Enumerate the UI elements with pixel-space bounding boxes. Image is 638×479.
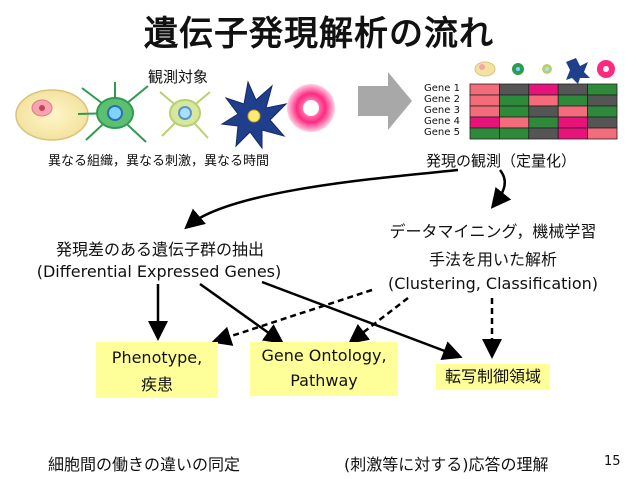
heatmap-cell <box>587 83 618 96</box>
arrow-to-mining <box>490 169 512 209</box>
heatmap-cell <box>557 105 589 118</box>
heatmap-cell <box>557 83 589 96</box>
small-cell-icons <box>474 58 615 84</box>
phenotype-box: Phenotype, 疾患 <box>96 342 218 398</box>
heatmap-cell <box>557 116 589 129</box>
heatmap-cell <box>528 127 559 140</box>
cell-image-3 <box>159 91 211 139</box>
heatmap-cell <box>498 83 530 96</box>
heatmap-cell <box>587 94 618 107</box>
heatmap-cell <box>469 127 500 140</box>
arrow-to-deg <box>184 168 459 230</box>
gene-ontology-box: Gene Ontology, Pathway <box>250 342 398 396</box>
cell-image-2 <box>77 82 149 143</box>
pathway-label: Pathway <box>290 371 358 390</box>
cell-image-1 <box>15 89 89 141</box>
phenotype-label: Phenotype, <box>111 348 203 367</box>
mining-title: データマイニング，機械学習 <box>389 222 597 241</box>
heatmap-cell <box>587 116 618 129</box>
arrow-deg-tf <box>261 280 463 361</box>
disease-label: 疾患 <box>140 375 173 394</box>
gene-label: Gene 5 <box>424 127 460 138</box>
mining-method: 手法を用いた解析 <box>428 250 557 269</box>
heatmap-cell <box>498 127 530 140</box>
heatmap-cell <box>469 116 500 129</box>
cell-image-5 <box>287 84 335 132</box>
observation-label: 観測対象 <box>148 68 209 86</box>
heatmap-cell <box>528 94 559 107</box>
heatmap-cell <box>528 83 559 96</box>
bottom-left-text: 細胞間の働きの違いの同定 <box>48 455 241 474</box>
heatmap-cell <box>557 127 589 140</box>
process-arrow <box>358 72 412 130</box>
heatmap-cell <box>498 94 530 107</box>
gene-label: Gene 4 <box>424 116 460 127</box>
dashed-arrow-mining-go <box>348 297 409 345</box>
page-number: 15 <box>604 454 621 469</box>
heatmap-cell <box>557 94 589 107</box>
heatmap-cell <box>528 105 559 118</box>
heatmap-cell <box>528 116 559 129</box>
bottom-right-text: (刺激等に対する)応答の理解 <box>344 455 549 474</box>
gene-label: Gene 2 <box>424 94 460 105</box>
arrow-deg-go <box>199 282 285 344</box>
transcription-region-box: 転写制御領域 <box>436 364 550 390</box>
heatmap-cell <box>587 127 618 140</box>
deg-title: 発現差のある遺伝子群の抽出 <box>55 240 264 259</box>
heatmap-cell <box>587 105 618 118</box>
gene-label: Gene 3 <box>424 105 460 116</box>
measurement-label: 発現の観測（定量化） <box>426 152 577 170</box>
cell-image-4 <box>220 80 288 150</box>
heatmap-cell <box>469 94 500 107</box>
gene-label-list: Gene 1 Gene 2 Gene 3 Gene 4 Gene 5 <box>424 83 460 138</box>
expression-heatmap <box>469 83 618 140</box>
heatmap-cell <box>498 116 530 129</box>
mining-subtitle: (Clustering, Classification) <box>387 274 599 293</box>
gene-label: Gene 1 <box>424 83 460 94</box>
heatmap-cell <box>469 105 500 118</box>
heatmap-cell <box>498 105 530 118</box>
slide-title: 遺伝子発現解析の流れ <box>144 14 494 54</box>
deg-subtitle: (Differential Expressed Genes) <box>36 262 282 281</box>
dashed-arrow-mining-phenotype <box>211 288 373 346</box>
gene-ontology-label: Gene Ontology, <box>261 346 387 365</box>
sample-conditions: 異なる組織，異なる刺激，異なる時間 <box>48 154 270 169</box>
heatmap-cell <box>469 83 500 96</box>
